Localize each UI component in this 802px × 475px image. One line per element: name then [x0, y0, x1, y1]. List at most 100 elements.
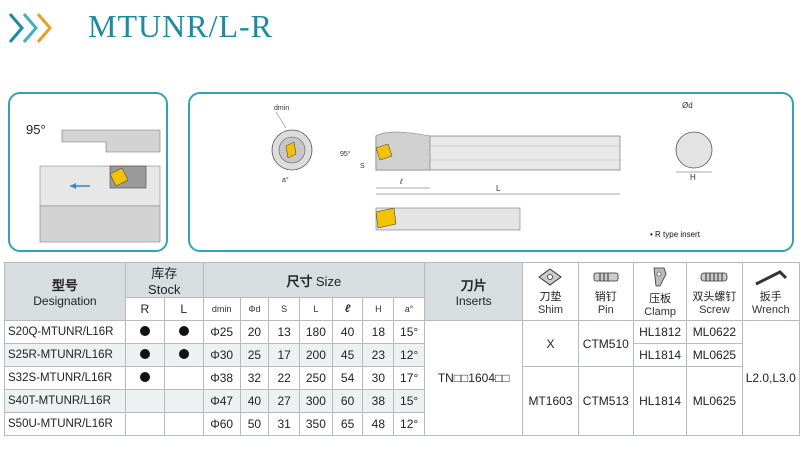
in-stock-dot-icon [139, 349, 150, 359]
a-cell: 12° [393, 412, 425, 436]
stock-l-cell [163, 366, 204, 390]
stock-r-cell [124, 343, 165, 367]
designation-cell: S40T-MTUNR/L16R [4, 389, 126, 413]
table-row: S50U-MTUNR/L16R Φ60 50 31 350 65 48 12° [4, 412, 800, 436]
pin-cell-b: CTM513 [577, 366, 634, 436]
L-cell: 250 [298, 366, 333, 390]
s-label: S [360, 163, 365, 170]
L-cell: 180 [298, 320, 333, 344]
a-cell: 15° [393, 389, 425, 413]
stock-r-cell [124, 389, 165, 413]
dmin-cell: Φ30 [202, 343, 241, 367]
a-angle-label: a° [282, 176, 289, 184]
spec-table: 型号 Designation 库存 Stock 尺寸 Size 刀片 Inser… [4, 262, 801, 436]
s-cell: 13 [268, 320, 300, 344]
stock-l-cell [163, 320, 204, 344]
insert-cell: TN□□1604□□ [423, 320, 524, 436]
size-header: 尺寸 Size [202, 262, 426, 298]
table-header-row-1: 型号 Designation 库存 Stock 尺寸 Size 刀片 Inser… [4, 262, 801, 321]
l-cell: 65 [331, 412, 364, 436]
s-cell: 31 [268, 412, 300, 436]
designation-cell: S25R-MTUNR/L16R [4, 343, 126, 367]
a-cell: 15° [393, 320, 425, 344]
h-cell: 23 [362, 343, 395, 367]
dmin-cell: Φ25 [202, 320, 241, 344]
dim-header-l: ℓ [331, 297, 364, 321]
designation-header: 型号 Designation [4, 262, 126, 321]
tool-drawing-panel: dmin a° 95° S ℓ L Ød H • R type insert [188, 92, 794, 252]
boring-section-drawing [39, 129, 161, 243]
pin-icon [593, 272, 619, 281]
tool-dimension-drawing: dmin a° 95° S ℓ L Ød H [271, 101, 713, 231]
pin-cell-a: CTM510 [577, 320, 634, 367]
d-cell: 32 [239, 366, 270, 390]
table-row: S25R-MTUNR/L16R Φ30 25 17 200 45 23 12° … [4, 343, 800, 367]
screw-cell-a2: ML0625 [686, 343, 743, 367]
chevron-decoration-icon [8, 13, 52, 43]
d-cell: 50 [239, 412, 270, 436]
in-stock-dot-icon [178, 349, 189, 359]
h-cell: 30 [362, 366, 395, 390]
clamp-cell-b: HL1814 [632, 366, 688, 436]
in-stock-dot-icon [178, 326, 189, 336]
l-small-label: ℓ [399, 177, 403, 186]
phid-label: Ød [682, 101, 693, 110]
screw-icon [700, 272, 728, 281]
h-cell: 48 [362, 412, 395, 436]
angle95-label: 95° [340, 150, 351, 158]
a-cell: 12° [393, 343, 425, 367]
d-cell: 40 [239, 389, 270, 413]
H-label: H [690, 173, 696, 182]
l-cell: 60 [331, 389, 364, 413]
angle-label: 95° [26, 122, 46, 137]
shim-cell-a: X [522, 320, 579, 367]
designation-cell: S50U-MTUNR/L16R [4, 412, 126, 436]
table-row: S20Q-MTUNR/L16R Φ25 20 13 180 40 18 15° … [4, 320, 801, 436]
clamp-cell-a2: HL1814 [632, 343, 688, 367]
shim-cell-b: MT1603 [522, 366, 579, 436]
wrench-icon [755, 269, 787, 285]
table-row: S32S-MTUNR/L16R Φ38 32 22 250 54 30 17° … [4, 366, 800, 436]
dmin-cell: Φ47 [202, 389, 241, 413]
L-cell: 200 [298, 343, 333, 367]
a-cell: 17° [393, 366, 425, 390]
dmin-cell: Φ60 [202, 412, 241, 436]
clamp-icon [653, 267, 667, 286]
l-cell: 40 [331, 320, 364, 344]
L-label: L [496, 184, 501, 193]
screw-cell-a1: ML0622 [686, 320, 743, 344]
stock-header: 库存 Stock [124, 262, 204, 298]
L-cell: 350 [298, 412, 333, 436]
page-title: MTUNR/L-R [88, 8, 273, 44]
dmin-label: dmin [274, 105, 289, 112]
screw-cell-b: ML0625 [686, 366, 743, 436]
stock-r-cell [124, 412, 165, 436]
stock-l-header: L [163, 297, 204, 321]
in-stock-dot-icon [139, 372, 150, 382]
dim-header-h: H [362, 297, 395, 321]
designation-cell: S20Q-MTUNR/L16R [4, 320, 126, 344]
dim-header-d: Φd [239, 297, 270, 321]
boring-diagram-panel: 95° [8, 92, 168, 252]
r-type-insert-note: • R type insert [650, 230, 700, 239]
in-stock-dot-icon [139, 326, 150, 336]
stock-l-cell [163, 389, 204, 413]
stock-l-cell [163, 343, 204, 367]
dim-header-s: S [268, 297, 300, 321]
stock-r-cell [124, 366, 165, 390]
clamp-cell-a1: HL1812 [632, 320, 688, 344]
wrench-cell: L2.0,L3.0 [741, 320, 801, 436]
h-cell: 38 [362, 389, 395, 413]
dim-header-dmin: dmin [202, 297, 241, 321]
designation-cell: S32S-MTUNR/L16R [4, 366, 126, 390]
inserts-header: 刀片 Inserts [423, 262, 524, 321]
L-cell: 300 [298, 389, 333, 413]
dmin-cell: Φ38 [202, 366, 241, 390]
dim-header-a: a° [393, 297, 425, 321]
s-cell: 22 [268, 366, 300, 390]
